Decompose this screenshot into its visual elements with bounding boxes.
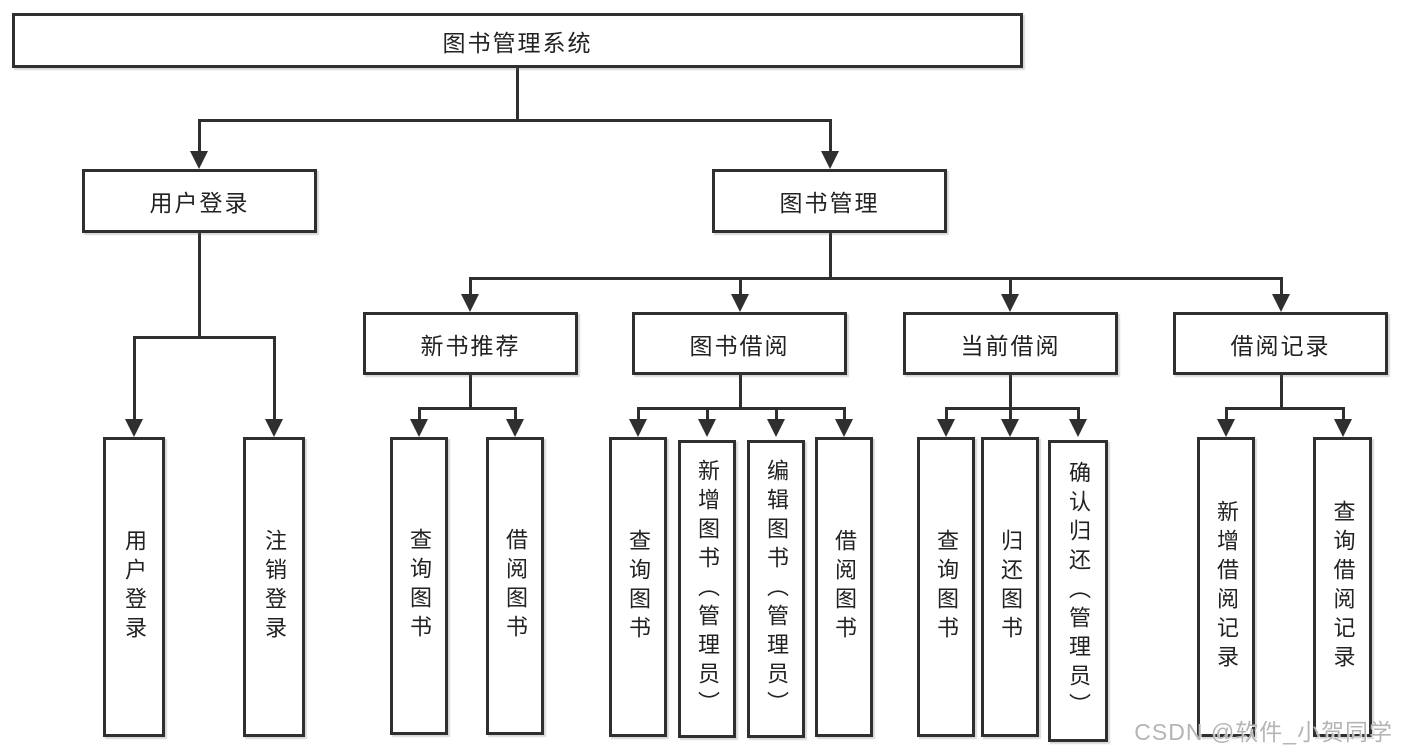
connector-bus-line	[417, 407, 517, 410]
connector-stem-line	[828, 233, 832, 280]
connector-drop-line	[1224, 407, 1228, 420]
arrow-down-icon	[1334, 419, 1352, 437]
arrow-down-icon	[265, 419, 283, 437]
node-label-borrow-record: 借阅记录	[1230, 332, 1331, 359]
node-leaf-return-book: 归还图书	[981, 437, 1039, 737]
node-leaf-query-book-b: 查询图书	[609, 437, 667, 737]
connector-stem-line	[738, 375, 742, 410]
node-current-borrow: 当前借阅	[903, 312, 1118, 375]
node-leaf-query-book-c: 查询图书	[917, 437, 975, 737]
node-leaf-edit-book: 编辑图书（管理员）	[747, 440, 805, 738]
connector-bus-line	[197, 119, 832, 122]
connector-bus-line	[132, 336, 276, 339]
node-label-leaf-user-login: 用户登录	[122, 529, 147, 645]
connector-stem-line	[468, 375, 472, 410]
node-leaf-add-book: 新增图书（管理员）	[678, 440, 736, 738]
arrow-down-icon	[506, 419, 524, 437]
arrow-down-icon	[190, 151, 208, 169]
node-leaf-borrow-book-a: 借阅图书	[486, 437, 544, 735]
arrow-down-icon	[1272, 294, 1290, 312]
node-label-leaf-add-record: 新增借阅记录	[1214, 500, 1239, 674]
arrow-down-icon	[125, 419, 143, 437]
arrow-down-icon	[835, 419, 853, 437]
node-leaf-user-login: 用户登录	[103, 437, 165, 737]
arrow-down-icon	[767, 419, 785, 437]
node-label-leaf-query-book-b: 查询图书	[626, 529, 651, 645]
node-leaf-add-record: 新增借阅记录	[1197, 437, 1255, 737]
connector-drop-line	[132, 336, 136, 420]
arrow-down-icon	[937, 419, 955, 437]
node-label-leaf-query-book-a: 查询图书	[407, 528, 432, 644]
csdn-watermark: CSDN @软件_小贺同学	[1134, 719, 1393, 745]
connector-drop-line	[1076, 407, 1080, 420]
node-label-leaf-borrow-book-a: 借阅图书	[503, 528, 528, 644]
connector-drop-line	[828, 119, 832, 152]
node-label-leaf-logout: 注销登录	[262, 529, 287, 645]
connector-drop-line	[1279, 277, 1283, 295]
arrow-down-icon	[1217, 419, 1235, 437]
connector-stem-line	[1279, 375, 1283, 410]
connector-drop-line	[272, 336, 276, 420]
connector-drop-line	[774, 407, 778, 420]
arrow-down-icon	[1001, 294, 1019, 312]
node-user-login: 用户登录	[82, 169, 317, 233]
connector-bus-line	[636, 407, 846, 410]
connector-bus-line	[468, 277, 1283, 280]
node-book-management: 图书管理	[712, 169, 947, 233]
connector-bus-line	[1224, 407, 1345, 410]
connector-drop-line	[1008, 277, 1012, 295]
arrow-down-icon	[698, 419, 716, 437]
connector-drop-line	[944, 407, 948, 420]
arrow-down-icon	[731, 294, 749, 312]
node-label-leaf-add-book: 新增图书（管理员）	[695, 458, 720, 720]
arrow-down-icon	[821, 151, 839, 169]
node-new-book-recommend: 新书推荐	[363, 312, 578, 375]
connector-stem-line	[197, 233, 201, 339]
arrow-down-icon	[629, 419, 647, 437]
connector-drop-line	[705, 407, 709, 420]
node-label-new-book-recommend: 新书推荐	[420, 332, 521, 359]
node-label-current-borrow: 当前借阅	[960, 332, 1061, 359]
connector-bus-line	[944, 407, 1080, 410]
node-leaf-logout: 注销登录	[243, 437, 305, 737]
node-label-leaf-edit-book: 编辑图书（管理员）	[764, 458, 789, 720]
node-root: 图书管理系统	[12, 13, 1023, 68]
connector-drop-line	[738, 277, 742, 295]
arrow-down-icon	[1069, 419, 1087, 437]
node-label-user-login: 用户登录	[149, 190, 250, 216]
node-label-root: 图书管理系统	[442, 29, 593, 56]
connector-drop-line	[197, 119, 201, 152]
node-book-borrow: 图书借阅	[632, 312, 847, 375]
arrow-down-icon	[410, 419, 428, 437]
node-label-book-borrow: 图书借阅	[689, 332, 790, 359]
node-borrow-record: 借阅记录	[1173, 312, 1388, 375]
node-leaf-confirm-return: 确认归还（管理员）	[1048, 440, 1108, 742]
node-label-leaf-confirm-return: 确认归还（管理员）	[1066, 460, 1091, 722]
arrow-down-icon	[461, 294, 479, 312]
connector-drop-line	[1008, 407, 1012, 420]
node-leaf-query-record: 查询借阅记录	[1313, 437, 1372, 737]
connector-drop-line	[468, 277, 472, 295]
connector-drop-line	[1341, 407, 1345, 420]
node-leaf-borrow-book-b: 借阅图书	[815, 437, 873, 737]
node-label-book-management: 图书管理	[779, 190, 880, 216]
connector-drop-line	[636, 407, 640, 420]
node-leaf-query-book-a: 查询图书	[390, 437, 448, 735]
connector-stem-line	[515, 68, 519, 122]
arrow-down-icon	[1001, 419, 1019, 437]
node-label-leaf-query-record: 查询借阅记录	[1330, 500, 1356, 674]
connector-drop-line	[842, 407, 846, 420]
connector-drop-line	[417, 407, 421, 420]
connector-stem-line	[1008, 375, 1012, 410]
node-label-leaf-return-book: 归还图书	[998, 529, 1023, 645]
node-label-leaf-borrow-book-b: 借阅图书	[832, 529, 857, 645]
node-label-leaf-query-book-c: 查询图书	[934, 529, 959, 645]
connector-drop-line	[513, 407, 517, 420]
